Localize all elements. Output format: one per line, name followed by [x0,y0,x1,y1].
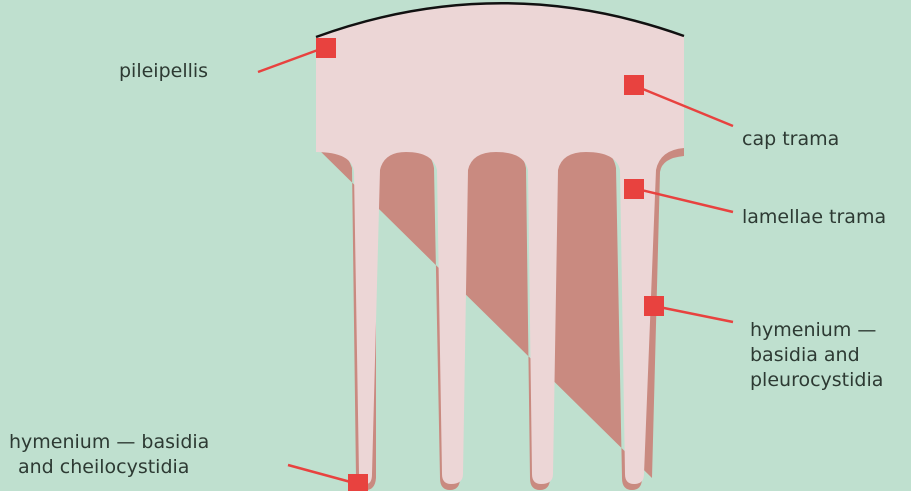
label-lamellae-trama: lamellae trama [742,205,886,230]
marker-lamellae-trama [624,179,644,199]
marker-hymenium-pleuro [644,296,664,316]
label-hymenium-cheilocystidia: hymenium — basidia and cheilocystidia [9,430,209,480]
label-hymenium-pleurocystidia: hymenium — basidia and pleurocystidia [750,318,883,393]
leader-hymenium-pleuro [654,306,733,322]
leader-pileipellis [258,47,326,72]
label-pileipellis: pileipellis [119,59,208,84]
label-line: pleurocystidia [750,368,883,393]
marker-cap-trama [624,75,644,95]
leader-hymenium-cheilo [288,465,358,484]
label-line: hymenium — [750,318,883,343]
label-line: and cheilocystidia [9,455,209,480]
label-line: basidia and [750,343,883,368]
label-line: hymenium — basidia [9,430,209,455]
marker-hymenium-cheilo [348,474,368,491]
marker-pileipellis [316,38,336,58]
label-cap-trama: cap trama [742,127,839,152]
